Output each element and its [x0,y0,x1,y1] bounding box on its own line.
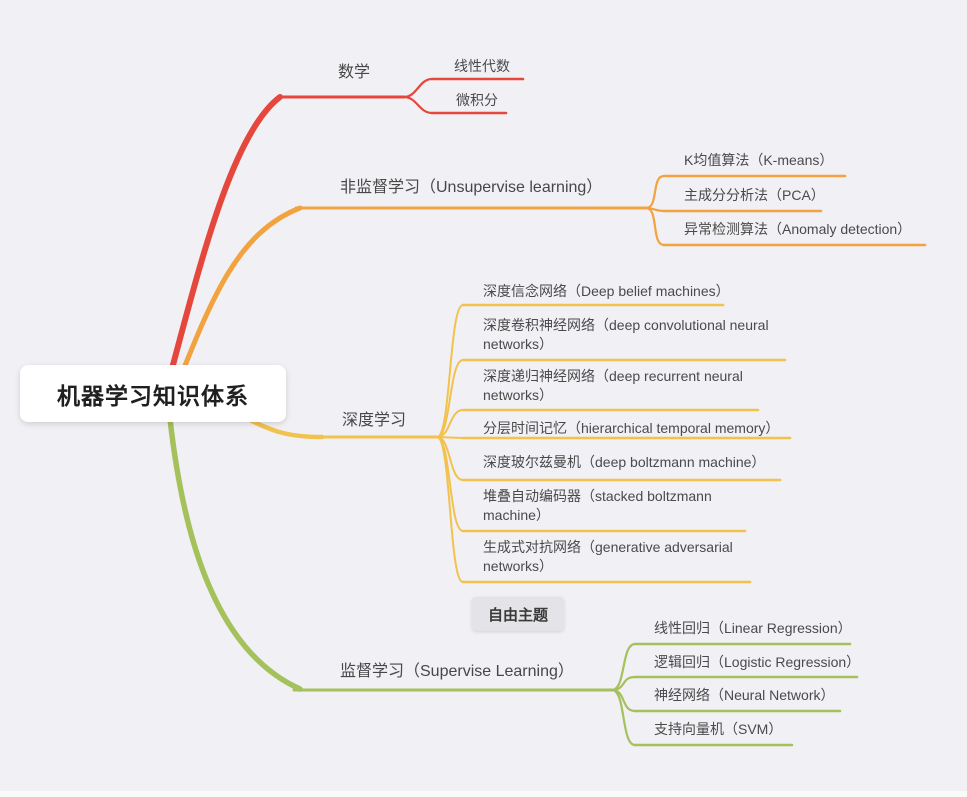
node-deep-recurrent-network[interactable]: 深度递归神经网络（deep recurrent neural networks） [483,368,743,403]
node-neural-network[interactable]: 神经网络（Neural Network） [654,687,835,703]
node-deep-convolutional-network[interactable]: 深度卷积神经网络（deep convolutional neural netwo… [483,317,769,352]
node-hierarchical-temporal-memory[interactable]: 分层时间记忆（hierarchical temporal memory） [483,420,780,436]
branch-supervised-trunk [167,416,303,692]
node-linear-algebra[interactable]: 线性代数 [454,58,510,74]
bottom-edge-strip [0,791,967,797]
node-svm[interactable]: 支持向量机（SVM） [654,721,783,737]
branch-deep-trunk [247,417,325,440]
node-deep-belief-network[interactable]: 深度信念网络（Deep belief machines） [483,283,730,299]
node-supervised-learning[interactable]: 监督学习（Supervise Learning） [340,663,574,680]
node-math[interactable]: 数学 [338,64,371,81]
node-generative-adversarial-network[interactable]: 生成式对抗网络（generative adversarial networks） [483,539,733,574]
root-node[interactable]: 机器学习知识体系 [20,365,286,422]
branch-supervised-edges [167,416,859,747]
node-calculus[interactable]: 微积分 [456,92,498,108]
node-linear-regression[interactable]: 线性回归（Linear Regression） [654,620,852,636]
node-anomaly-detection[interactable]: 异常检测算法（Anomaly detection） [684,221,912,237]
node-pca[interactable]: 主成分分析法（PCA） [684,187,825,203]
edge-dcnn [436,359,464,438]
node-kmeans[interactable]: K均值算法（K-means） [684,152,834,168]
edge-neural-network [610,688,637,713]
node-deep-boltzmann-machine[interactable]: 深度玻尔兹曼机（deep boltzmann machine） [483,454,766,470]
node-free-topic[interactable]: 自由主题 [472,597,564,631]
branch-math-trunk [167,94,283,379]
branch-math-edges [167,77,525,379]
edge-linear-algebra [402,77,434,99]
edge-kmeans [644,174,666,210]
branch-deep-edges [247,303,792,584]
node-deep-learning[interactable]: 深度学习 [342,412,407,429]
node-stacked-autoencoder[interactable]: 堆叠自动编码器（stacked boltzmann machine） [483,488,712,523]
node-unsupervised-learning[interactable]: 非监督学习（Unsupervise learning） [340,179,603,196]
edge-htm [436,436,464,439]
edge-calculus [402,95,434,115]
edge-anomaly [644,206,666,247]
edge-svm [610,688,637,747]
edge-gan [436,436,464,583]
node-logistic-regression[interactable]: 逻辑回归（Logistic Regression） [654,654,861,670]
branch-unsupervised-trunk [175,205,303,386]
branch-unsupervised-edges [175,174,927,386]
edge-dbn [436,304,464,438]
